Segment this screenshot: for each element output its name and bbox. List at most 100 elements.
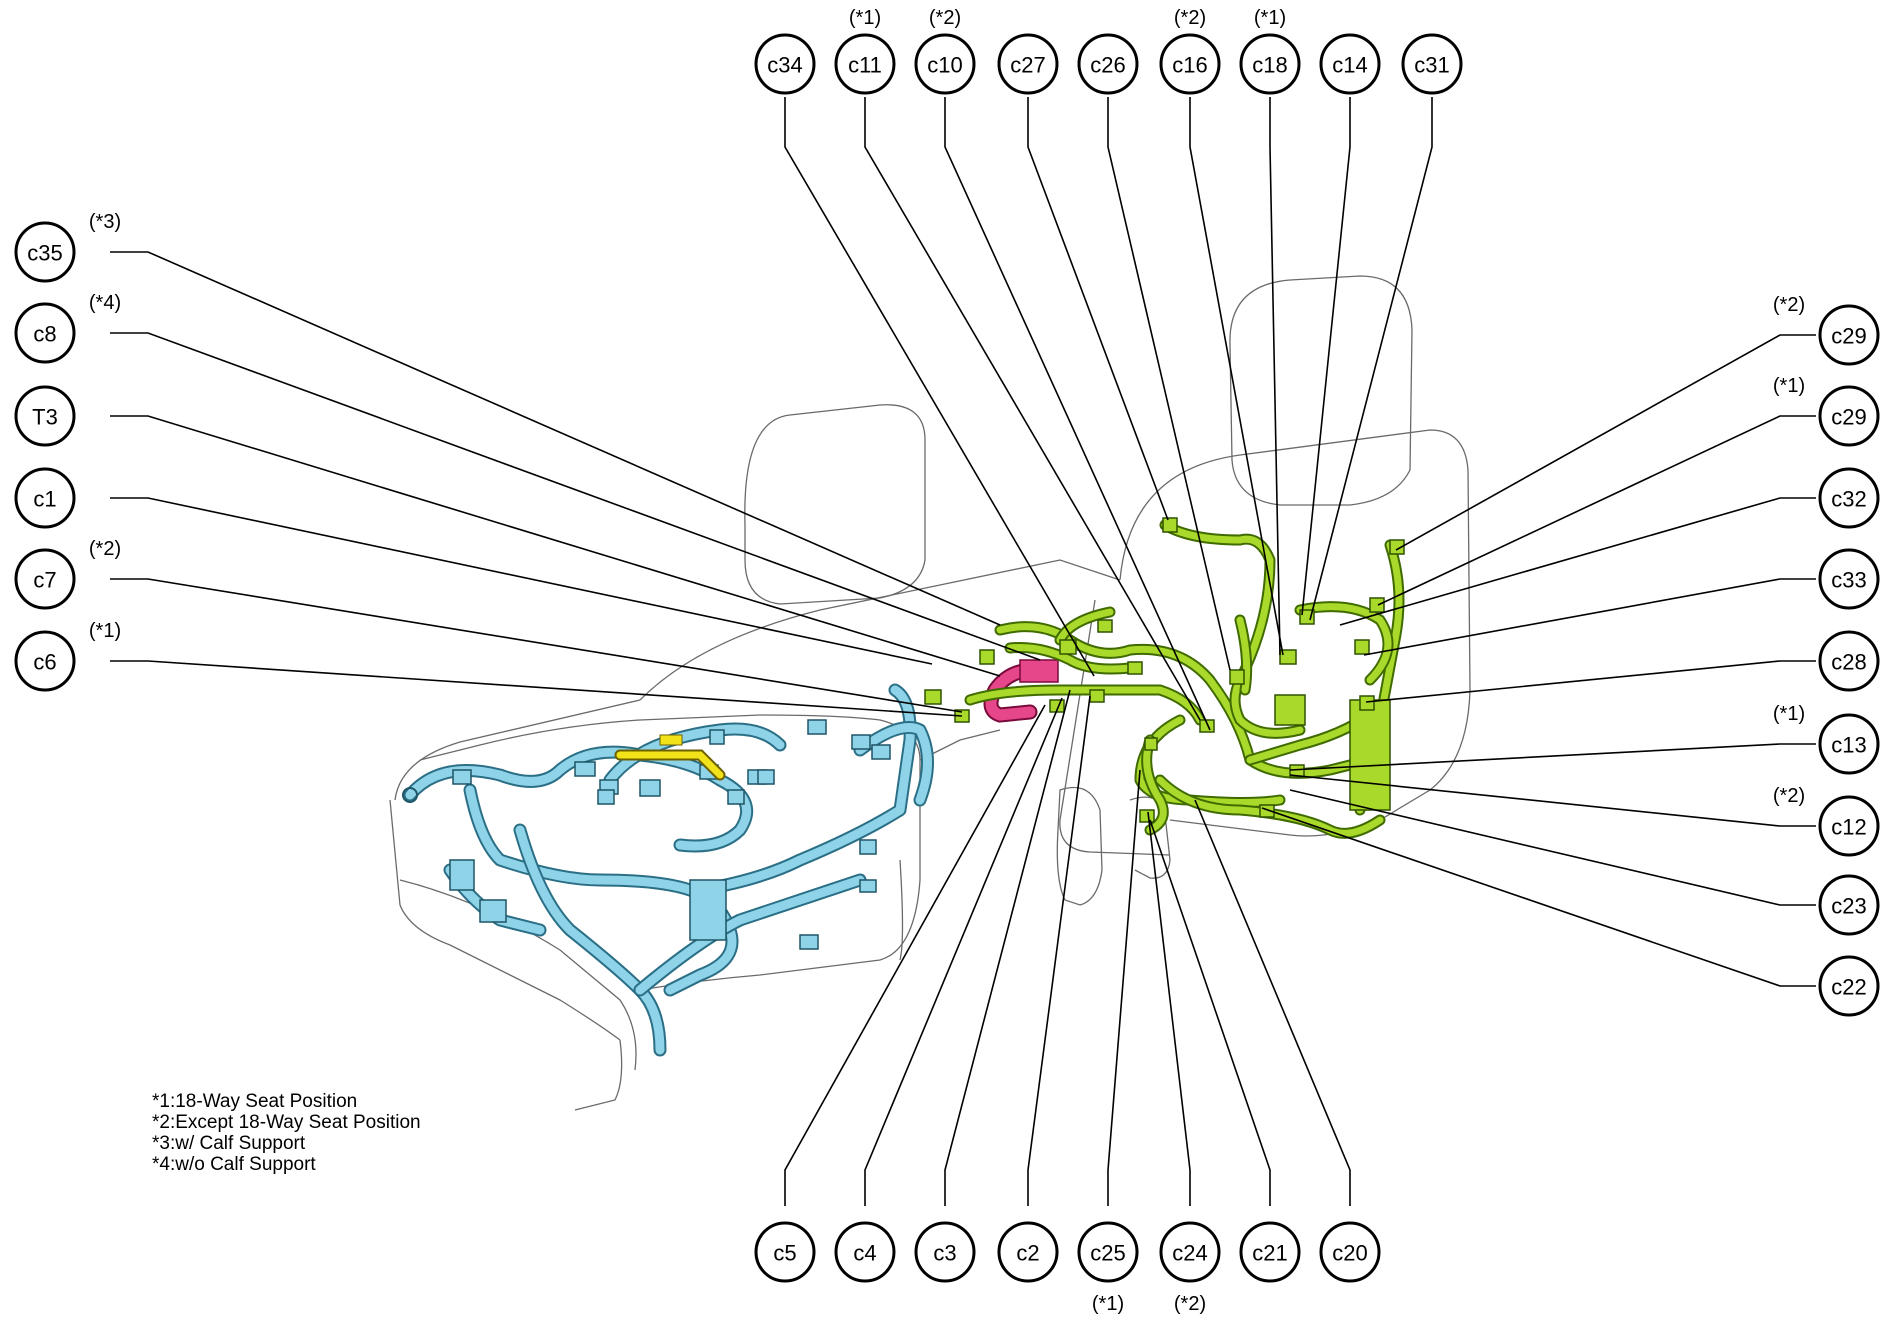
callout-circle <box>1077 1221 1139 1283</box>
connector-label: c6 <box>33 650 56 675</box>
connector-callout-c25: c25 (*1) <box>1077 1221 1139 1315</box>
connector-callout-t3: T3 <box>14 385 76 447</box>
callout-circle <box>14 302 76 364</box>
connector-label: c25 <box>1090 1241 1125 1266</box>
variant-note: (*3) <box>89 211 121 233</box>
callout-circle <box>914 1221 976 1283</box>
connector-label: c7 <box>33 568 56 593</box>
variant-note: (*1) <box>1254 7 1286 29</box>
seat-cushion-wire-harness <box>402 683 934 1057</box>
connector-callout-c13: c13(*1) <box>1773 703 1880 775</box>
callout-circle <box>914 33 976 95</box>
connector-label: c16 <box>1172 53 1207 78</box>
connector-callout-c35: c35 (*3) <box>14 211 121 283</box>
seatback-wire-harness <box>924 517 1405 839</box>
connector-label: c24 <box>1172 1241 1207 1266</box>
connector-label: c5 <box>773 1241 796 1266</box>
variant-note: (*2) <box>1174 1293 1206 1315</box>
connector-callout-c31: c31 <box>1401 33 1463 95</box>
callout-circle <box>1818 874 1880 936</box>
callout-circle <box>754 33 816 95</box>
connector-label: c2 <box>1016 1241 1039 1266</box>
callouts-left: c35 (*3) c8 (*4) T3 c1 c7 (*2) c6 (*1) <box>14 211 121 692</box>
connector-callout-c33: c33 <box>1818 548 1880 610</box>
callouts-right: c29(*2)c29(*1)c32c33c28c13(*1)c12(*2)c23… <box>1773 294 1880 1017</box>
callout-circle <box>1818 467 1880 529</box>
connector-callout-c4: c4 <box>834 1221 896 1283</box>
connector-label: c26 <box>1090 53 1125 78</box>
connector-callout-c23: c23 <box>1818 874 1880 936</box>
connector-callout-c29: c29 (*2) <box>1773 294 1880 366</box>
callout-circle <box>754 1221 816 1283</box>
connector-label: c12 <box>1831 815 1866 840</box>
connector-label: c10 <box>927 53 962 78</box>
connector-callout-c28: c28 <box>1818 630 1880 692</box>
connector-label: c34 <box>767 53 802 78</box>
connector-label: c23 <box>1831 894 1866 919</box>
callout-circle <box>1818 795 1880 857</box>
variant-note: (*1) <box>1092 1293 1124 1315</box>
callout-circle <box>997 1221 1059 1283</box>
connector-label: c29 <box>1831 324 1866 349</box>
connector-callout-c14: c14 <box>1319 33 1381 95</box>
variant-note: (*1) <box>849 7 881 29</box>
connector-label: c21 <box>1252 1241 1287 1266</box>
callouts-bottom: c5 c4 c3 c2 c25 (*1) c24 (*2) c21 c20 <box>754 1221 1381 1315</box>
connector-callout-c12: c12(*2) <box>1773 785 1880 857</box>
connector-callout-c22: c22 <box>1818 955 1880 1017</box>
connector-label: c29 <box>1831 405 1866 430</box>
connector-label: c13 <box>1831 733 1866 758</box>
callout-circle <box>1818 713 1880 775</box>
connector-callout-c8: c8 (*4) <box>14 292 121 364</box>
connector-callout-c21: c21 <box>1239 1221 1301 1283</box>
callout-circle <box>834 33 896 95</box>
connector-label: c22 <box>1831 975 1866 1000</box>
variant-note: (*2) <box>929 7 961 29</box>
legend-item: *1:18-Way Seat Position <box>152 1091 358 1112</box>
callout-circle <box>1159 1221 1221 1283</box>
connector-label: c20 <box>1332 1241 1367 1266</box>
callout-circle <box>14 630 76 692</box>
callout-circle <box>1239 33 1301 95</box>
connector-callout-c7: c7 (*2) <box>14 538 121 610</box>
callout-circle <box>1818 385 1880 447</box>
callouts-top: c34 c11 (*1) c10 (*2) c27 c26 c16 (*2) c18 (*1) c14… <box>754 7 1463 95</box>
variant-note: (*4) <box>89 292 121 314</box>
connector-label: c8 <box>33 322 56 347</box>
connector-label: c14 <box>1332 53 1367 78</box>
connector-label: c4 <box>853 1241 876 1266</box>
connector-callout-c20: c20 <box>1319 1221 1381 1283</box>
callout-circle <box>14 548 76 610</box>
callout-circle <box>14 385 76 447</box>
connector-label: T3 <box>32 405 58 430</box>
variant-note: (*2) <box>1773 294 1805 316</box>
callout-circle <box>1239 1221 1301 1283</box>
connector-callout-c18: c18 (*1) <box>1239 7 1301 95</box>
connector-callout-c10: c10 (*2) <box>914 7 976 95</box>
connector-callout-c1: c1 <box>14 467 76 529</box>
legend-item: *2:Except 18-Way Seat Position <box>152 1112 421 1133</box>
connector-callout-c3: c3 <box>914 1221 976 1283</box>
callout-circle <box>1401 33 1463 95</box>
leader-lines <box>110 97 1816 1206</box>
connector-label: c31 <box>1414 53 1449 78</box>
callout-circle <box>1319 33 1381 95</box>
connector-callout-c2: c2 <box>997 1221 1059 1283</box>
legend-item: *3:w/ Calf Support <box>152 1133 306 1154</box>
connector-callout-c34: c34 <box>754 33 816 95</box>
variant-note: (*1) <box>1773 375 1805 397</box>
variant-note: (*2) <box>1174 7 1206 29</box>
seat-outline <box>389 275 1471 1111</box>
connector-label: c27 <box>1010 53 1045 78</box>
callout-circle <box>14 221 76 283</box>
connector-label: c18 <box>1252 53 1287 78</box>
variant-note: (*2) <box>89 538 121 560</box>
yellow-wire-harness <box>614 734 726 781</box>
connector-label: c35 <box>27 241 62 266</box>
connector-label: c11 <box>848 53 882 78</box>
callout-circle <box>1818 304 1880 366</box>
variant-note: (*1) <box>89 620 121 642</box>
connector-callout-c11: c11 (*1) <box>834 7 896 95</box>
connector-label: c28 <box>1831 650 1866 675</box>
